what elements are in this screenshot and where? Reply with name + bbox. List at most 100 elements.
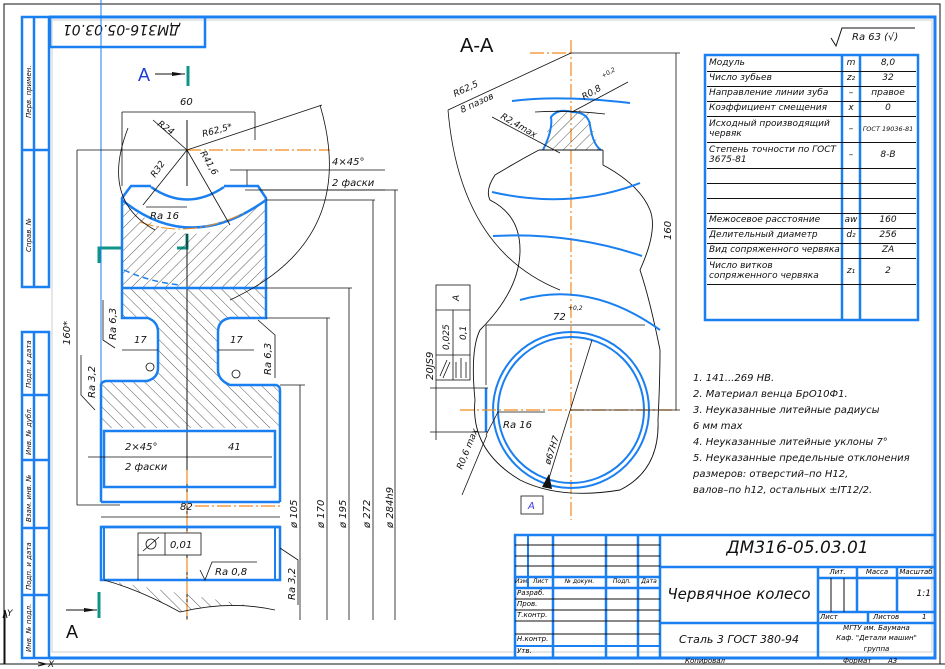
- frame-shadow: [51, 19, 933, 653]
- section-dim-r08-tol: +0,2: [601, 66, 617, 79]
- param-symbol: [842, 244, 860, 258]
- org-line2: Каф. "Детали машин": [836, 634, 917, 642]
- sheets-value: 1: [922, 613, 927, 621]
- section-dim-160: 160: [663, 221, 674, 240]
- strip-label: Справ. №: [25, 218, 33, 252]
- roughness-ra63-left: Ra 6,3: [108, 308, 119, 340]
- param-symbol: [842, 184, 860, 198]
- approval-role: Утв.: [517, 647, 532, 655]
- param-label: Направление линии зуба: [709, 88, 829, 99]
- param-label: [709, 199, 841, 213]
- note-line: валов–по h12, остальных ±IT12/2.: [693, 485, 872, 496]
- param-value: [860, 184, 916, 198]
- param-symbol: –: [848, 149, 854, 160]
- dim-r625: R62,5*: [201, 122, 234, 140]
- dim-chamfer-bore-note: 2 фаски: [125, 462, 168, 473]
- mass-label: Масса: [865, 568, 889, 576]
- dim-17-left: 17: [134, 335, 147, 346]
- param-row: [707, 199, 916, 214]
- title-block: [0, 533, 945, 665]
- dim-160: 160*: [62, 321, 73, 345]
- note-line: 1. 141...269 НВ.: [693, 373, 774, 384]
- section-dim-r24max: R2,4max: [499, 112, 539, 141]
- param-value: 32: [882, 73, 894, 84]
- strip-label: Инв. № подл.: [25, 604, 33, 652]
- param-value: 0: [885, 103, 891, 114]
- tolerance-symmetry-value: 0,1: [459, 326, 469, 340]
- approval-role: Н.контр.: [517, 635, 549, 643]
- approval-role: Разраб.: [517, 589, 545, 597]
- approval-role: Пров.: [517, 600, 538, 608]
- param-value: 256: [879, 230, 897, 241]
- param-symbol: [842, 169, 860, 183]
- param-symbol: aw: [844, 215, 858, 226]
- param-row: Вид сопряженного червяка ZA: [707, 244, 916, 259]
- revision-header: Дата: [641, 578, 657, 585]
- param-label: Делительный диаметр: [709, 230, 818, 241]
- material: Сталь 3 ГОСТ 380-94: [679, 633, 799, 646]
- param-value: [860, 169, 916, 183]
- technical-notes: 1. 141...269 НВ. 2. Материал венца БрО10…: [692, 373, 910, 496]
- param-value: 160: [879, 215, 897, 226]
- param-value: ZA: [881, 245, 895, 256]
- revision-header: № докум.: [564, 578, 595, 585]
- dim-41: 41: [228, 442, 241, 453]
- dim-chamfer-bore: 2×45°: [125, 442, 157, 453]
- roughness-ra63-right: Ra 6,3: [263, 343, 274, 375]
- roughness-ra32-left: Ra 3,2: [87, 366, 98, 398]
- strip-label: Подп. и дата: [25, 340, 33, 388]
- strip-label: Инв. № дубл.: [25, 407, 33, 455]
- section-label: А-А: [460, 35, 494, 57]
- roughness-ra32-right: Ra 3,2: [287, 568, 298, 600]
- param-row: [707, 184, 916, 199]
- section-roughness-ra16: Ra 16: [503, 420, 532, 431]
- param-label: [709, 184, 841, 198]
- param-label: Степень точности по ГОСТ 3675-81: [709, 145, 837, 165]
- param-row: Делительный диаметр d₂ 256: [707, 229, 916, 244]
- param-symbol: –: [848, 88, 854, 99]
- gear-parameters-table: [703, 53, 920, 322]
- dim-60: 60: [180, 97, 193, 108]
- copied-label: Копировал: [685, 657, 725, 665]
- param-label: Модуль: [709, 58, 745, 69]
- param-label: Вид сопряженного червяка: [709, 245, 840, 256]
- dim-d170: ø 170: [316, 500, 327, 529]
- param-value: правое: [871, 88, 905, 99]
- tolerance-parallel-value: 0,025: [442, 324, 452, 350]
- param-value: 8,0: [880, 58, 896, 69]
- section-a-a-view: А-А 160 R62,5 8 пазов R0,8 +0,2 R2,4max: [425, 35, 680, 520]
- note-line: 2. Материал венца БрО10Ф1.: [693, 389, 848, 400]
- param-symbol: [842, 199, 860, 213]
- org-line3: группа: [863, 645, 890, 653]
- view-marker-top: А: [138, 65, 150, 85]
- roughness-ra16: Ra 16: [150, 211, 179, 222]
- format-label: Формат: [843, 657, 872, 665]
- strip-label: Взам. инв. №: [25, 474, 33, 522]
- param-row: Исходный производящий червяк–ГОСТ 19036-…: [707, 117, 916, 143]
- tolerance-frames: А 0,025 0,1: [435, 284, 471, 381]
- dim-17-right: 17: [230, 335, 243, 346]
- sheet-label: Лист: [820, 613, 838, 621]
- section-dim-72-tol: +0,2: [568, 305, 583, 312]
- param-row: Направление линии зуба – правое: [707, 87, 916, 102]
- param-label: Число витков сопряженного червяка: [709, 261, 819, 281]
- param-symbol: d₂: [846, 230, 856, 241]
- param-label: Межосевое расстояние: [709, 215, 821, 226]
- sheets-label: Листов: [873, 613, 900, 621]
- revision-header: Изм.: [515, 578, 530, 585]
- param-value: [860, 199, 916, 213]
- dim-d105: ø 105: [289, 500, 300, 529]
- section-dim-r06max: R0,6 max: [456, 427, 482, 471]
- dim-r24: R24: [155, 119, 175, 138]
- note-line: 4. Неуказанные литейные уклоны 7°: [693, 437, 888, 448]
- dim-d272: ø 272: [362, 500, 373, 529]
- param-value: ГОСТ 19036-81: [862, 125, 914, 134]
- dim-chamfer-top-note: 2 фаски: [332, 178, 375, 189]
- roughness-ra08: Ra 0,8: [215, 567, 247, 578]
- param-value: 8-В: [880, 149, 896, 160]
- runout-tolerance: 0,01: [137, 532, 202, 580]
